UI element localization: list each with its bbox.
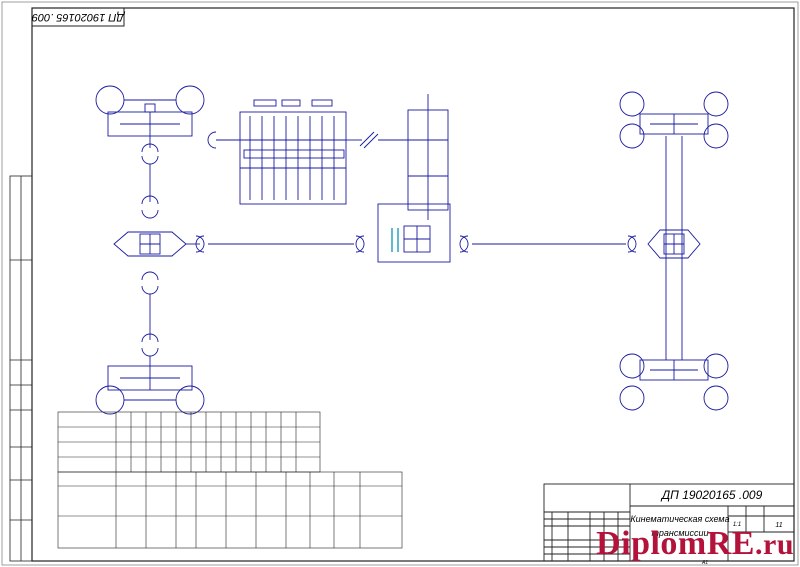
transfer-case-coupling xyxy=(391,228,399,252)
watermark-tld: .ru xyxy=(755,528,794,561)
kinematic-scheme xyxy=(95,85,729,415)
gearbox xyxy=(207,99,379,205)
top-code-text: ДП 19020165 .009 xyxy=(32,11,126,23)
right-center-differential xyxy=(647,136,701,360)
watermark-brand: DiplomRE xyxy=(596,525,755,562)
sheet-count: 11 xyxy=(775,522,782,529)
title-block-code: ДП 19020165 .009 xyxy=(660,488,763,502)
left-side-stamp xyxy=(9,175,33,562)
left-center-differential xyxy=(113,231,200,257)
drawing-title-line2: трансмиссии xyxy=(651,528,708,538)
sheet-scale: 1:1 xyxy=(733,522,741,528)
left-top-joint xyxy=(141,143,159,153)
format-value: А1 xyxy=(701,560,708,566)
transfer-case xyxy=(377,94,451,263)
left-bottom-wheel-assembly xyxy=(95,356,205,415)
gear-ratio-table xyxy=(57,411,403,549)
watermark-logo: DiplomRE.ru xyxy=(596,525,794,563)
left-top-wheel-assembly xyxy=(95,85,205,148)
top-code-box: ДП 19020165 .009 xyxy=(31,7,126,27)
title-block xyxy=(543,483,795,562)
right-bottom-wheel-assembly xyxy=(619,353,729,411)
right-top-wheel-assembly xyxy=(619,91,729,149)
drawing-title-line1: Кинематическая схема xyxy=(630,514,729,524)
